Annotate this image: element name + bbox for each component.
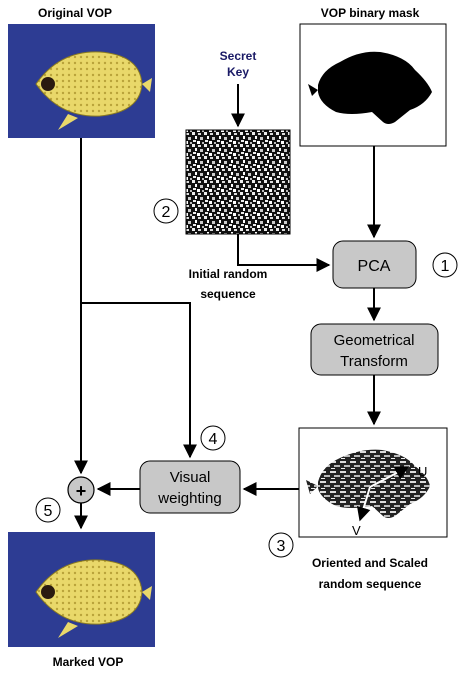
v-axis-label: V xyxy=(352,523,361,538)
random-sequence-image xyxy=(185,129,291,235)
step-3: 3 xyxy=(268,532,294,558)
oriented-sequence-image: U V xyxy=(298,427,448,538)
svg-text:3: 3 xyxy=(277,538,286,555)
binary-mask-image xyxy=(299,23,447,147)
pca-label: PCA xyxy=(358,258,391,275)
svg-text:4: 4 xyxy=(209,431,218,448)
binary-mask-label: VOP binary mask xyxy=(321,6,420,20)
svg-text:2: 2 xyxy=(162,204,171,221)
visual-label-2: weighting xyxy=(157,490,221,507)
step-1: 1 xyxy=(432,252,458,278)
adder-node: + xyxy=(67,476,95,504)
geometrical-transform-box: Geometrical Transform xyxy=(310,323,439,376)
step-4: 4 xyxy=(200,425,226,451)
geometrical-label-2: Transform xyxy=(340,353,408,370)
adder-symbol: + xyxy=(76,481,87,501)
original-to-weighting-arrow xyxy=(81,302,197,459)
initial-random-label-2: sequence xyxy=(200,287,256,301)
initial-random-label-1: Initial random xyxy=(189,267,268,281)
oriented-label-1: Oriented and Scaled xyxy=(312,556,428,570)
step-5: 5 xyxy=(35,497,61,523)
original-vop-image xyxy=(8,24,155,138)
sequence-to-pca-arrow xyxy=(237,234,331,272)
geometrical-label-1: Geometrical xyxy=(334,332,415,349)
svg-text:5: 5 xyxy=(44,503,53,520)
visual-weighting-box: Visual weighting xyxy=(139,460,241,514)
pca-box: PCA xyxy=(332,240,417,289)
secret-key-label-2: Key xyxy=(227,65,249,79)
visual-label-1: Visual xyxy=(170,469,211,486)
marked-vop-image xyxy=(8,532,155,647)
marked-vop-label: Marked VOP xyxy=(53,655,124,669)
connectors xyxy=(74,84,381,530)
svg-text:1: 1 xyxy=(441,258,450,275)
original-vop-label: Original VOP xyxy=(38,6,112,20)
step-2: 2 xyxy=(153,198,179,224)
secret-key-label-1: Secret xyxy=(220,49,257,63)
oriented-label-2: random sequence xyxy=(319,577,422,591)
u-axis-label: U xyxy=(418,464,427,479)
